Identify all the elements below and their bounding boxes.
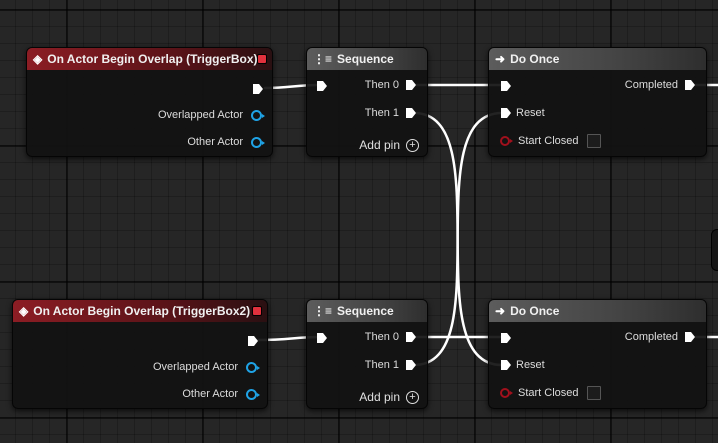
node-header[interactable]: ➜ Do Once [489,300,706,322]
add-pin-button[interactable]: Add pin + [359,390,419,404]
start-closed-checkbox[interactable] [586,386,601,400]
node-title: Sequence [337,52,394,66]
plus-icon: + [406,138,419,152]
sequence-node-2[interactable]: ⋮≡ Sequence Then 0 Then 1 Add pin + [306,299,428,409]
sequence-icon: ⋮≡ [313,304,333,318]
exec-pin-icon[interactable] [405,331,417,343]
event-node-triggerbox2[interactable]: ◈ On Actor Begin Overlap (TriggerBox2) O… [12,299,268,409]
add-pin-label: Add pin [359,138,400,152]
object-pin-icon[interactable] [246,388,260,400]
object-pin-icon[interactable] [251,136,265,148]
pin-label: Overlapped Actor [158,109,243,121]
pin-label: Reset [516,107,545,119]
exec-input-pin-icon[interactable] [316,80,328,92]
object-pin-icon[interactable] [246,361,260,373]
event-node-triggerbox[interactable]: ◈ On Actor Begin Overlap (TriggerBox) Ov… [26,47,273,157]
add-pin-button[interactable]: Add pin + [359,138,419,152]
pin-other-actor: Other Actor [182,388,260,400]
pin-label: Then 0 [364,79,399,91]
exec-pin-icon[interactable] [500,359,512,371]
node-title: Do Once [510,304,560,318]
node-header[interactable]: ⋮≡ Sequence [307,48,427,70]
node-header[interactable]: ⋮≡ Sequence [307,300,427,322]
pin-label: Then 1 [364,359,399,371]
object-pin-icon[interactable] [251,109,265,121]
exec-pin-icon[interactable] [500,107,512,119]
node-header[interactable]: ◈ On Actor Begin Overlap (TriggerBox) [27,48,272,70]
pin-label: Start Closed [518,135,579,147]
exec-pin-icon[interactable] [247,335,259,347]
pin-start-closed: Start Closed [500,134,601,148]
exec-pin-icon[interactable] [684,79,696,91]
bool-pin-icon[interactable] [500,388,513,398]
pin-completed: Completed [625,331,696,343]
exec-pin-icon[interactable] [405,107,417,119]
sequence-icon: ⋮≡ [313,52,333,66]
exec-output-row [247,335,259,347]
exec-pin-icon[interactable] [252,83,264,95]
pin-label: Then 1 [364,107,399,119]
pin-completed: Completed [625,79,696,91]
arrow-right-icon: ➜ [495,304,506,318]
sequence-node-1[interactable]: ⋮≡ Sequence Then 0 Then 1 Add pin + [306,47,428,157]
pin-then-1: Then 1 [365,359,417,371]
pin-label: Completed [624,79,678,91]
exec-pin-icon[interactable] [684,331,696,343]
pin-overlapped-actor: Overlapped Actor [158,109,265,121]
event-diamond-icon: ◈ [33,52,43,66]
pin-label: Overlapped Actor [153,361,238,373]
pin-label: Other Actor [182,388,238,400]
node-header[interactable]: ◈ On Actor Begin Overlap (TriggerBox2) [13,300,267,322]
pin-reset: Reset [500,107,545,119]
exec-output-row [252,83,264,95]
pin-label: Then 0 [364,331,399,343]
node-title: On Actor Begin Overlap (TriggerBox) [47,52,258,66]
exec-input-pin-icon[interactable] [316,332,328,344]
pin-label: Start Closed [518,387,579,399]
pin-reset: Reset [500,359,545,371]
exec-input-pin-icon[interactable] [500,80,512,92]
pin-then-1: Then 1 [365,107,417,119]
node-title: Sequence [337,304,394,318]
pin-label: Other Actor [187,136,243,148]
node-title: Do Once [510,52,560,66]
add-pin-label: Add pin [359,390,400,404]
bool-pin-icon[interactable] [500,136,513,146]
exec-pin-icon[interactable] [405,359,417,371]
node-title: On Actor Begin Overlap (TriggerBox2) [33,304,251,318]
pin-label: Reset [516,359,545,371]
event-diamond-icon: ◈ [19,304,29,318]
pin-label: Completed [624,331,678,343]
delegate-pin-icon[interactable] [252,306,262,316]
do-once-node-2[interactable]: ➜ Do Once Reset Start Closed Completed [488,299,707,409]
delegate-pin-icon[interactable] [257,54,267,64]
do-once-node-1[interactable]: ➜ Do Once Reset Start Closed Completed [488,47,707,157]
arrow-right-icon: ➜ [495,52,506,66]
exec-pin-icon[interactable] [405,79,417,91]
node-header[interactable]: ➜ Do Once [489,48,706,70]
pin-overlapped-actor: Overlapped Actor [153,361,260,373]
pin-start-closed: Start Closed [500,386,601,400]
plus-icon: + [406,390,419,404]
pin-then-0: Then 0 [365,79,417,91]
exec-input-pin-icon[interactable] [500,332,512,344]
pin-then-0: Then 0 [365,331,417,343]
pin-other-actor: Other Actor [187,136,265,148]
start-closed-checkbox[interactable] [586,134,601,148]
offscreen-node[interactable] [711,229,718,271]
